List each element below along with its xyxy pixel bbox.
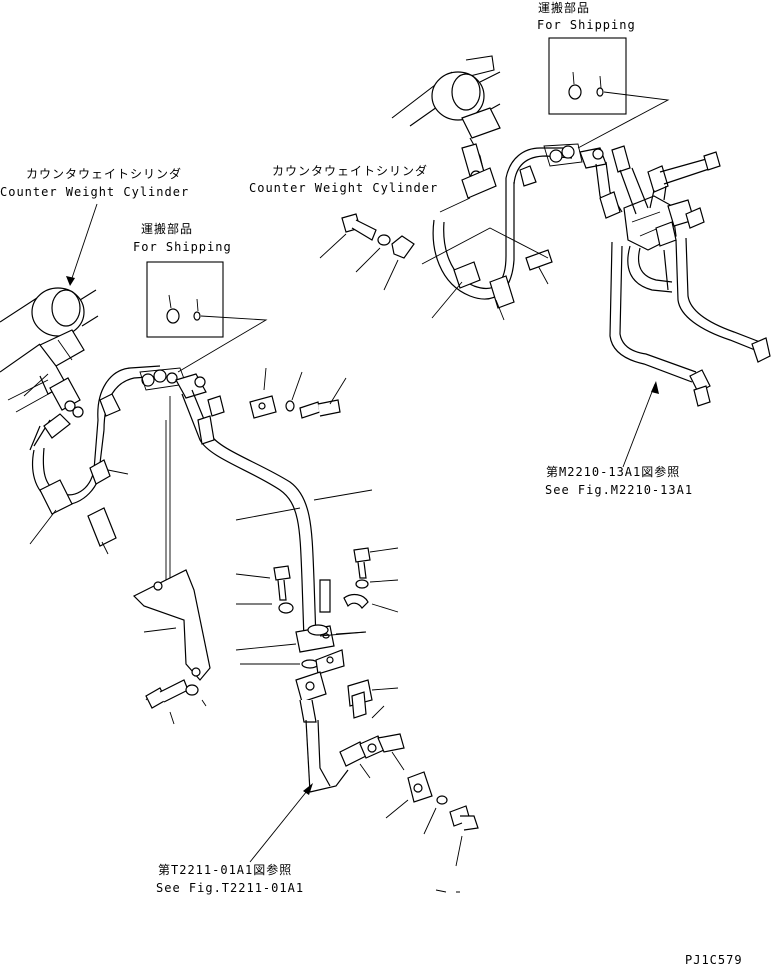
ref-right-en: See Fig.M2210-13A1 [545, 483, 693, 497]
cylinder-right-jp: カウンタウェイトシリンダ [272, 163, 428, 178]
plug-icon [596, 87, 604, 97]
shipping-top-en: For Shipping [537, 18, 636, 32]
steel-tube-center [165, 389, 373, 641]
shipping-left-jp: 運搬部品 [141, 221, 193, 236]
reference-right: 第M2210-13A1図参照 See Fig.M2210-13A1 [545, 381, 693, 497]
shipping-callout-left: 運搬部品 For Shipping [133, 221, 268, 373]
shipping-top-jp: 運搬部品 [538, 0, 590, 15]
shipping-left-en: For Shipping [133, 240, 232, 254]
cylinder-label-right: カウンタウェイトシリンダ Counter Weight Cylinder [249, 163, 438, 195]
upper-center-small-parts [249, 367, 347, 419]
plug-icon [193, 311, 201, 321]
drawing-code: PJ1C579 [685, 953, 743, 967]
cylinder-left-jp: カウンタウェイトシリンダ [26, 166, 182, 181]
ref-bottom-jp: 第T2211-01A1図参照 [158, 862, 292, 877]
shipping-callout-top: 運搬部品 For Shipping [537, 0, 670, 149]
cylinder-left-en: Counter Weight Cylinder [0, 185, 189, 199]
cylinder-right-en: Counter Weight Cylinder [249, 181, 438, 195]
shipping-box-top [548, 37, 627, 115]
cylinder-label-left: カウンタウェイトシリンダ Counter Weight Cylinder [0, 166, 189, 286]
arrowhead-icon [66, 276, 75, 286]
arrowhead-icon [303, 783, 313, 795]
center-fittings [235, 565, 367, 793]
reference-bottom: 第T2211-01A1図参照 See Fig.T2211-01A1 [156, 783, 313, 895]
shipping-box-left [146, 261, 224, 338]
nut-icon [166, 308, 180, 324]
arrowhead-icon [651, 381, 659, 394]
counter-weight-cylinder-left [0, 287, 129, 555]
bracket-plate [132, 569, 211, 725]
steel-tube-right [595, 145, 771, 407]
hose-loop-left [97, 365, 207, 431]
right-fittings-stack [335, 547, 479, 893]
nut-icon [568, 84, 582, 100]
right-bolt-set [319, 213, 415, 291]
ref-bottom-en: See Fig.T2211-01A1 [156, 881, 304, 895]
ref-right-jp: 第M2210-13A1図参照 [546, 464, 680, 479]
